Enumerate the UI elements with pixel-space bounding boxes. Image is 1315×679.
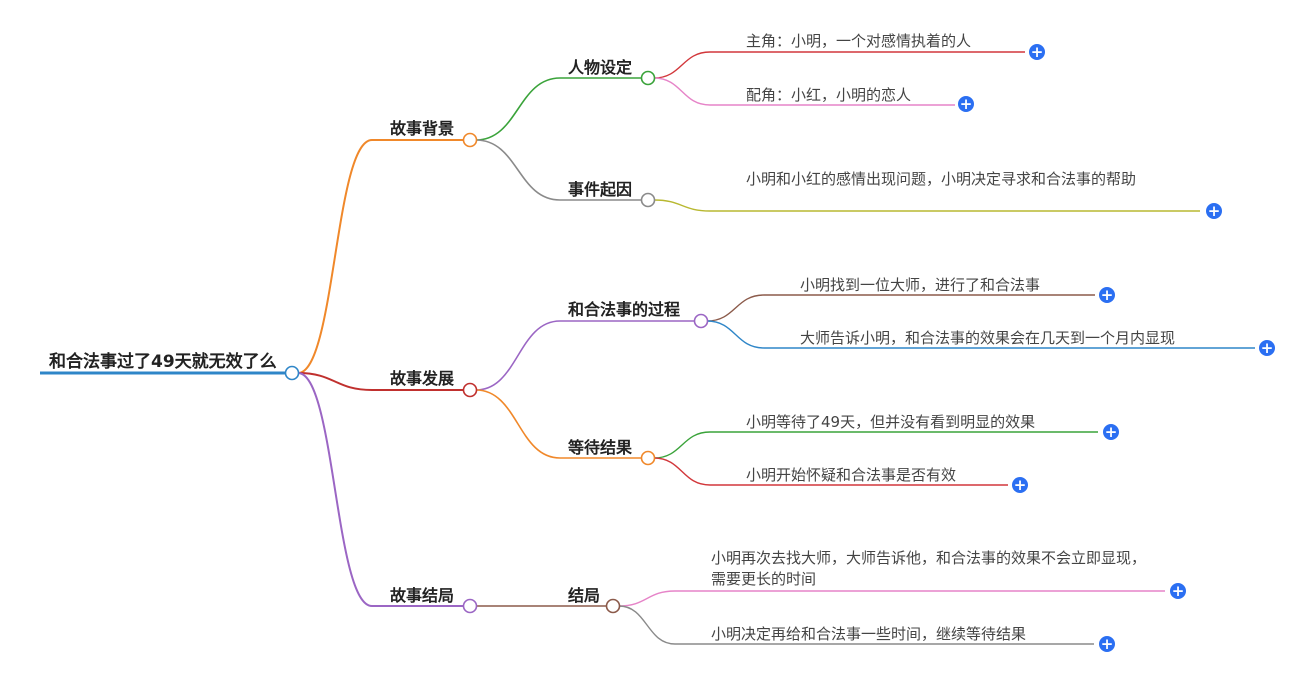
topic-collapse-node[interactable]	[640, 450, 656, 466]
leaf-waited-49-days[interactable]: 小明等待了49天，但并没有看到明显的效果	[746, 413, 1036, 431]
branch-collapse-node[interactable]	[462, 598, 478, 614]
branch-collapse-node[interactable]	[462, 382, 478, 398]
topic-character-setting[interactable]: 人物设定	[568, 58, 633, 77]
edge-topic-to-leaf	[618, 605, 676, 645]
expand-plus-icon[interactable]: +	[1099, 286, 1115, 304]
root-topic[interactable]: 和合法事过了49天就无效了么	[49, 352, 277, 372]
edge-topic-to-leaf	[653, 199, 711, 212]
expand-plus-icon[interactable]: +	[1099, 635, 1115, 653]
leaf-supporting-role[interactable]: 配角：小红，小明的恋人	[746, 86, 912, 104]
edge-topic-to-leaf	[706, 320, 765, 349]
expand-plus-icon[interactable]: +	[1259, 339, 1275, 357]
topic-ritual-process[interactable]: 和合法事的过程	[568, 300, 681, 319]
topic-collapse-node[interactable]	[640, 192, 656, 208]
leaf-begin-doubt[interactable]: 小明开始怀疑和合法事是否有效	[746, 466, 957, 484]
edge-root-to-branch	[297, 139, 373, 374]
edge-topic-to-leaf	[653, 51, 711, 79]
edge-branch-to-topic	[475, 320, 561, 391]
leaf-event-cause[interactable]: 小明和小红的感情出现问题，小明决定寻求和合法事的帮助	[746, 170, 1137, 188]
leaf-visit-master-again[interactable]: 小明再次去找大师，大师告诉他，和合法事的效果不会立即显现，需要更长的时间	[711, 549, 1147, 588]
expand-plus-icon[interactable]: +	[1103, 423, 1119, 441]
branch-collapse-node[interactable]	[462, 132, 478, 148]
edge-topic-to-leaf	[653, 77, 711, 106]
expand-plus-icon[interactable]: +	[1029, 43, 1045, 61]
underlines-layer	[40, 51, 1255, 645]
edge-topic-to-leaf	[706, 294, 765, 322]
topic-collapse-node[interactable]	[693, 313, 709, 329]
nodes-layer	[284, 70, 709, 614]
branch-story-background[interactable]: 故事背景	[390, 119, 455, 138]
topic-collapse-node[interactable]	[640, 70, 656, 86]
edge-root-to-branch	[297, 372, 373, 607]
topic-event-cause[interactable]: 事件起因	[568, 180, 633, 199]
leaf-give-more-time[interactable]: 小明决定再给和合法事一些时间，继续等待结果	[711, 625, 1027, 643]
expand-plus-icon[interactable]: +	[958, 95, 974, 113]
topic-ending[interactable]: 结局	[568, 586, 601, 605]
root-collapse-node[interactable]	[284, 365, 300, 381]
edges-layer	[297, 51, 765, 645]
topic-collapse-node[interactable]	[605, 598, 621, 614]
expand-plus-icon[interactable]: +	[1206, 202, 1222, 220]
expand-plus-icon[interactable]: +	[1170, 582, 1186, 600]
edge-root-to-branch	[297, 372, 373, 391]
leaf-find-master[interactable]: 小明找到一位大师，进行了和合法事	[800, 276, 1041, 294]
edge-topic-to-leaf	[618, 590, 676, 607]
leaf-master-says[interactable]: 大师告诉小明，和合法事的效果会在几天到一个月内显现	[800, 329, 1176, 347]
edge-branch-to-topic	[475, 77, 561, 141]
edge-topic-to-leaf	[653, 457, 711, 486]
expand-plus-icon[interactable]: +	[1012, 476, 1028, 494]
branch-story-ending[interactable]: 故事结局	[390, 586, 455, 605]
edge-topic-to-leaf	[653, 431, 711, 459]
topic-waiting-result[interactable]: 等待结果	[568, 438, 633, 457]
leaf-protagonist[interactable]: 主角：小明，一个对感情执着的人	[746, 32, 972, 50]
branch-story-development[interactable]: 故事发展	[390, 369, 455, 388]
edge-branch-to-topic	[475, 389, 561, 459]
edge-branch-to-topic	[475, 139, 561, 201]
